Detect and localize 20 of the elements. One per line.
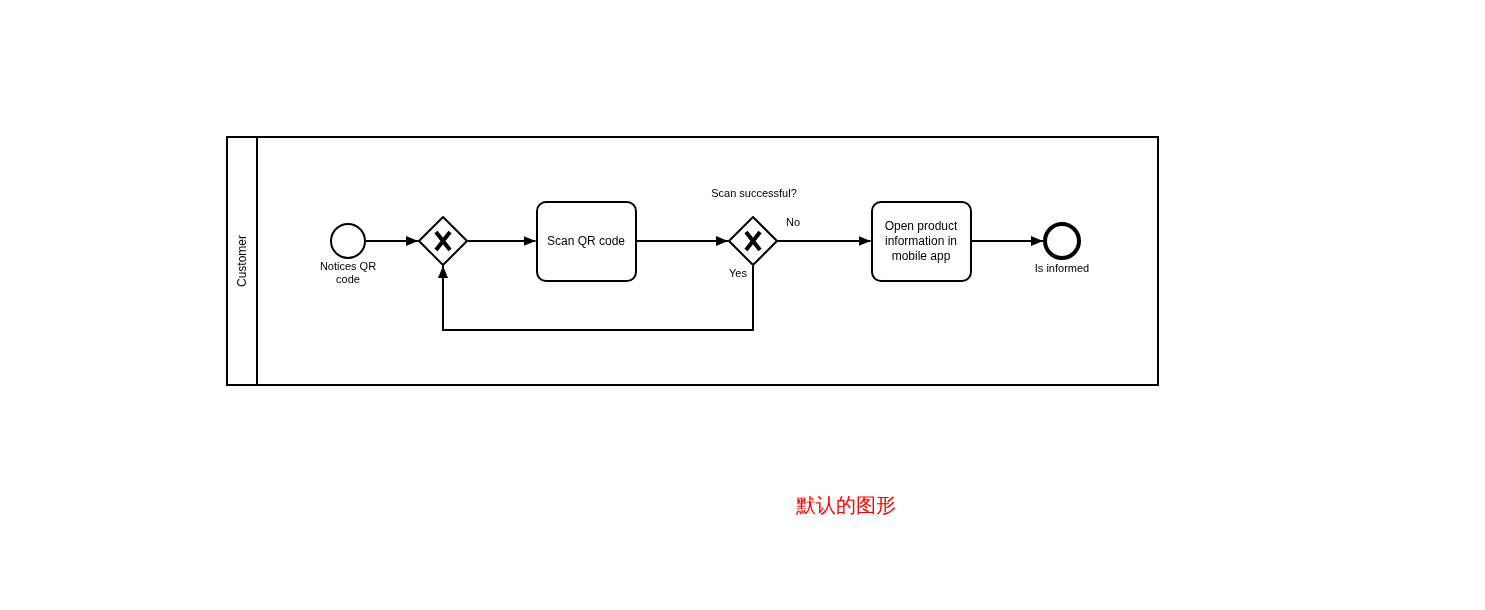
event-label: Scan successful?: [710, 187, 798, 200]
lane-label: Customer: [235, 235, 249, 287]
edge-label: No: [784, 215, 802, 229]
caption-text: 默认的图形: [796, 491, 896, 519]
arrow: [777, 236, 872, 246]
arrow: [467, 236, 537, 246]
task-box: Open product information in mobile app: [870, 200, 972, 282]
start-event-circle: [330, 223, 366, 259]
pool-box: [226, 136, 1159, 386]
gateway-diamond: [418, 216, 468, 266]
event-label: Notices QR code: [318, 260, 378, 286]
arrow: [365, 236, 419, 246]
edge-label: Yes: [728, 266, 748, 280]
arrow: [970, 236, 1044, 246]
event-label: Is informed: [1033, 262, 1091, 275]
arrow: [635, 236, 729, 246]
end-event-circle: [1043, 222, 1081, 260]
gateway-diamond: [728, 216, 778, 266]
task-box: Scan QR code: [535, 200, 637, 282]
arrow: [438, 265, 754, 331]
